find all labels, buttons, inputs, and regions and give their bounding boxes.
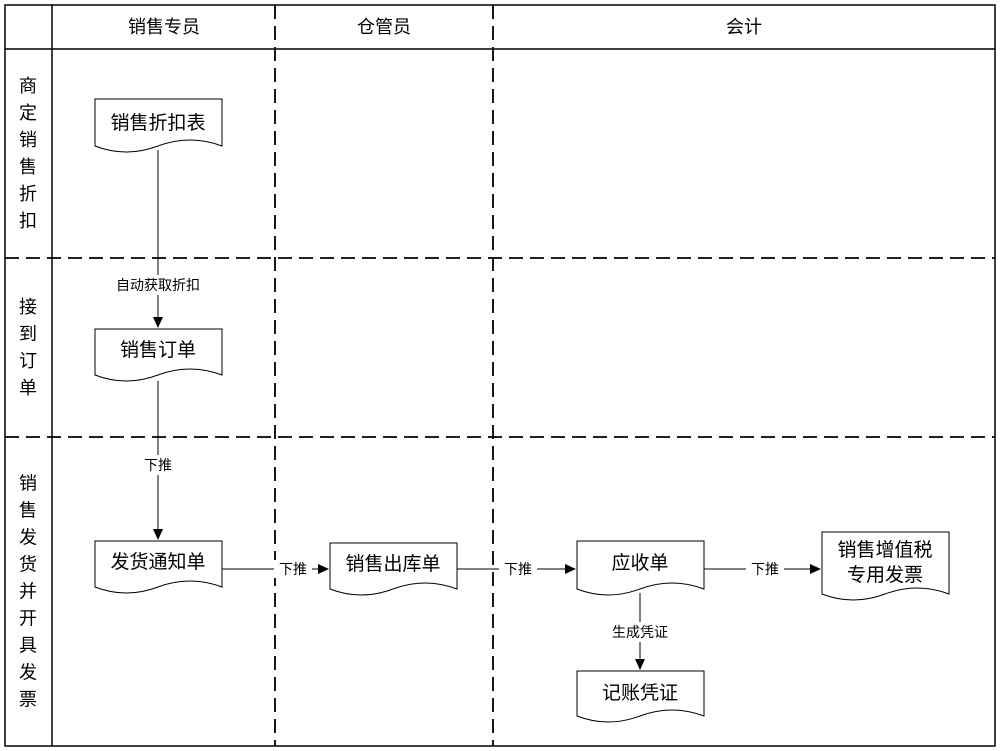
doc-label-voucher: 记账凭证 (602, 682, 678, 704)
row-header-char: 售 (19, 501, 37, 522)
doc-label-receivable: 应收单 (611, 552, 668, 574)
edge-label-bg (139, 455, 177, 475)
doc-label-sales-order: 销售订单 (120, 339, 196, 361)
row-header-char: 接 (19, 297, 37, 318)
edge-label-bg (106, 275, 210, 295)
row-header-char: 票 (19, 690, 37, 711)
column-header-accountant: 会计 (726, 17, 762, 38)
doc-label-delivery-notice: 发货通知单 (110, 551, 205, 573)
column-header-sales-rep: 销售专员 (128, 17, 200, 38)
document-outbound-order (329, 542, 458, 596)
document-discount-table (94, 98, 223, 153)
edge-label-push-1: 下推 (144, 458, 172, 474)
row-header-ship-and-invoice: 销售发货并开具发票 (19, 474, 37, 711)
column-header-warehouse: 仓管员 (357, 17, 411, 38)
row-header-char: 并 (19, 582, 37, 603)
edge-label-push-3: 下推 (504, 562, 532, 578)
edge-label-generate-voucher: 生成凭证 (612, 625, 668, 641)
edge-label-bg (274, 560, 312, 578)
row-header-receive-order: 接到订单 (19, 297, 37, 399)
document-delivery-notice (94, 540, 223, 594)
diagram-border (4, 4, 996, 747)
edge-label-auto-discount: 自动获取折扣 (116, 278, 200, 294)
row-header-negotiate-discount: 商定销售折扣 (19, 76, 37, 232)
edge-label-bg (499, 560, 537, 578)
row-header-char: 销 (19, 130, 37, 151)
row-header-char: 单 (19, 378, 37, 399)
doc-label-vat-invoice-line1: 销售增值税 (837, 539, 932, 561)
row-header-char: 订 (19, 351, 37, 372)
document-sales-order (94, 328, 223, 382)
edge-label-bg (605, 622, 675, 642)
edge-label-bg (746, 560, 784, 578)
doc-label-vat-invoice-line2: 专用发票 (847, 564, 923, 586)
doc-label-outbound-order: 销售出库单 (345, 553, 440, 575)
doc-label-discount-table: 销售折扣表 (110, 112, 205, 134)
row-header-char: 定 (19, 103, 37, 124)
edge-label-push-2: 下推 (279, 562, 307, 578)
document-vat-invoice (821, 531, 950, 601)
row-header-char: 开 (19, 609, 37, 630)
row-header-char: 具 (19, 636, 37, 657)
row-header-char: 货 (19, 555, 37, 576)
document-receivable (576, 540, 705, 596)
row-header-char: 扣 (19, 211, 37, 232)
edge-label-push-4: 下推 (751, 562, 779, 578)
row-header-char: 商 (19, 76, 37, 97)
row-header-char: 售 (19, 157, 37, 178)
row-header-char: 销 (19, 474, 37, 495)
document-voucher (576, 670, 705, 723)
row-header-char: 到 (19, 324, 37, 345)
row-header-char: 发 (19, 663, 37, 684)
row-header-char: 折 (19, 184, 37, 205)
row-header-char: 发 (19, 528, 37, 549)
